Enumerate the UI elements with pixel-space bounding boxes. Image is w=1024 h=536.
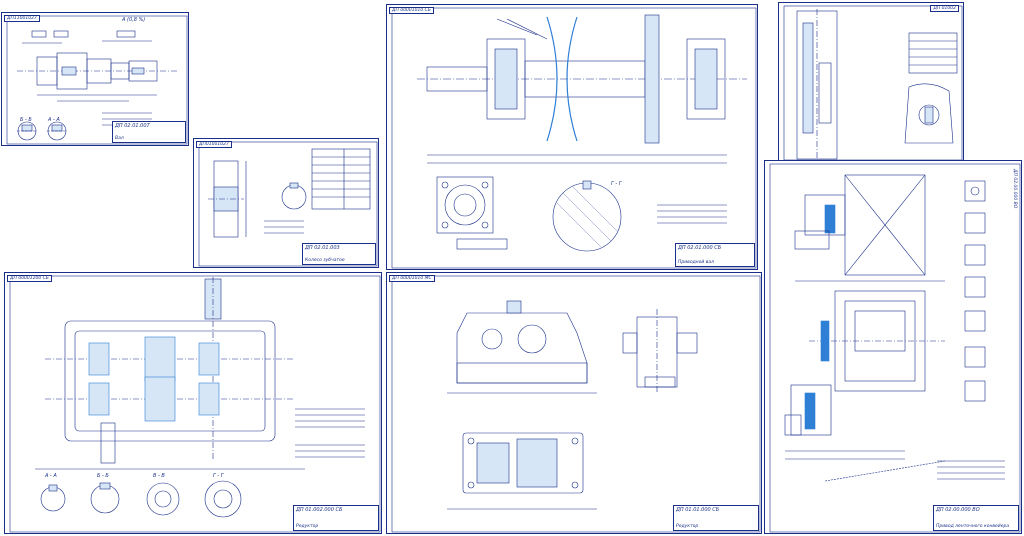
title-block: ДП 02.00.000 ВО Привод ленточного конвей… — [933, 505, 1019, 531]
detail-svg — [783, 5, 963, 161]
title-code: ДП 01.01.000 СБ — [676, 507, 720, 513]
title-name: Приводной вал — [678, 260, 715, 265]
reducer-general-svg — [391, 275, 761, 533]
sheet-stamp: ДП01001027 — [196, 141, 232, 148]
title-code: ДП 02.01.000 СБ — [678, 245, 722, 251]
view-label: Б - Б — [97, 473, 109, 479]
view-label: Г - Г — [213, 473, 224, 479]
sheet-shaft-drawing: ДП11001027 А (0,8 %) Б - Б А - А ДП 02.0… — [1, 12, 189, 146]
sheet-gear-drawing: ДП01001027 ДП 02.01.003 Колесо зубчатое — [193, 138, 379, 268]
sheet-drive-general: ДП 02.00.000 ВО ДП 02.00.000 ВО Привод л… — [764, 160, 1022, 534]
sheet-stamp: ДП11001027 — [4, 15, 40, 22]
sheet-detail-top-right: ДП 01002 — [778, 2, 964, 162]
title-code: ДП 02.01.003 — [305, 245, 340, 251]
drive-shaft-svg — [391, 7, 757, 269]
title-name: Редуктор — [676, 524, 699, 529]
title-code: ДП 01.002.000 СБ — [296, 507, 343, 513]
sheet-stamp: ДП 01002 — [930, 5, 959, 12]
title-name: Редуктор — [296, 524, 319, 529]
shaft-drawing-svg — [6, 15, 188, 145]
sheet-stamp: ДП 00001010 СБ — [389, 7, 434, 14]
title-code: ДП 02.00.000 ВО — [936, 507, 980, 513]
title-block: ДП 02.01.003 Колесо зубчатое — [302, 243, 376, 265]
sheet-stamp: ДП 00001010 МС — [389, 275, 435, 282]
view-label: Б - Б — [20, 117, 32, 123]
title-name: Привод ленточного конвейера — [936, 524, 1010, 529]
gear-drawing-svg — [198, 141, 378, 267]
title-block: ДП 01.01.000 СБ Редуктор — [673, 505, 759, 531]
sheet-stamp: ДП 02.00.000 ВО — [1012, 169, 1017, 209]
title-name: Вал — [115, 136, 124, 141]
view-label: А - А — [45, 473, 57, 479]
view-label: А - А — [48, 117, 60, 123]
reducer-section-svg — [9, 275, 381, 533]
title-block: ДП 02.01.007 Вал — [112, 121, 186, 143]
title-block: ДП 01.002.000 СБ Редуктор — [293, 505, 379, 531]
title-code: ДП 02.01.007 — [115, 123, 150, 129]
sheet-reducer-section: ДП 00001200 СБ А - А Б - Б В - В Г - Г Д… — [4, 272, 382, 534]
view-label: Г - Г — [611, 181, 622, 187]
sheet-drive-shaft-assembly: ДП 00001010 СБ Г - Г ДП 02.01.000 СБ При… — [386, 4, 758, 270]
view-label: В - В — [153, 473, 165, 479]
sheet-reducer-general: ДП 00001010 МС ДП 01.01.000 СБ Редуктор — [386, 272, 762, 534]
view-label: А (0,8 %) — [122, 17, 146, 23]
drive-general-svg — [769, 163, 1021, 533]
sheet-stamp: ДП 00001200 СБ — [7, 275, 52, 282]
title-block: ДП 02.01.000 СБ Приводной вал — [675, 243, 755, 267]
title-name: Колесо зубчатое — [305, 258, 345, 263]
